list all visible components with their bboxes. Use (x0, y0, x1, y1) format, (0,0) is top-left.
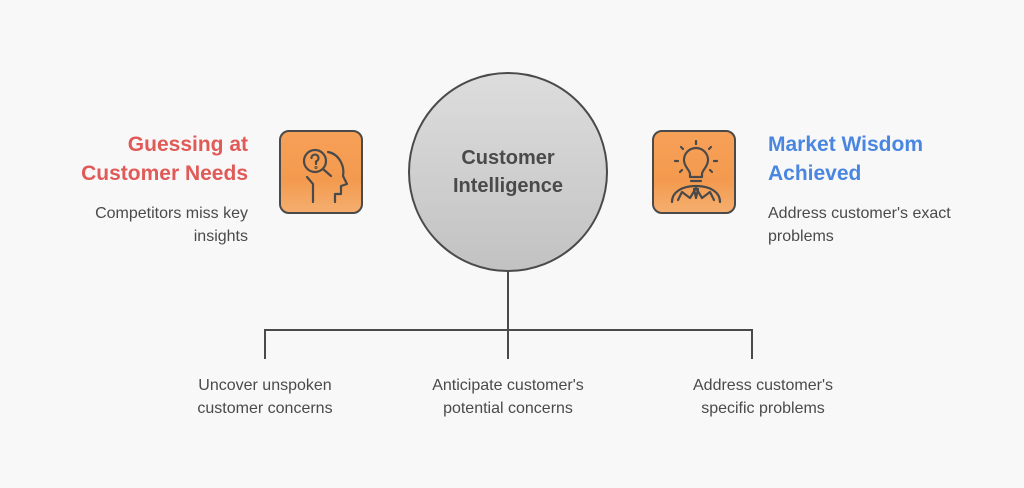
left-icon-box (279, 130, 363, 214)
right-icon-box (652, 130, 736, 214)
lightbulb-person-icon (670, 139, 722, 204)
left-description: Competitors miss key insights (95, 205, 248, 245)
branch-label-right: Address customer's specific problems (693, 377, 833, 417)
right-description: Address customer's exact problems (768, 205, 951, 245)
branch-label-left: Uncover unspoken customer concerns (197, 377, 333, 417)
right-title: Market Wisdom Achieved (768, 133, 924, 185)
center-label: Customer Intelligence (452, 147, 564, 197)
head-question-magnifier-icon (302, 148, 349, 204)
center-node: Customer Intelligence (408, 72, 608, 272)
branch-label-center: Anticipate customer's potential concerns (432, 377, 584, 417)
left-title: Guessing at Customer Needs (81, 133, 248, 185)
